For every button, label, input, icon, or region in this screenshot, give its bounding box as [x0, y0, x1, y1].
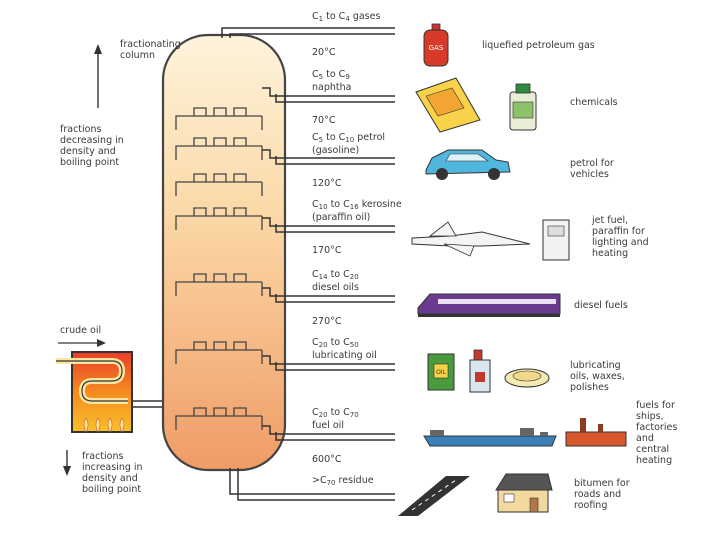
temperature-label: 20°C	[312, 47, 336, 58]
fractionating-column	[161, 33, 287, 472]
side-pipe	[262, 149, 395, 159]
oil-can-label: OIL	[436, 369, 446, 376]
residue-outlet-pipe	[229, 468, 395, 501]
bubble-cap	[193, 341, 207, 350]
house-icon	[495, 473, 553, 513]
bubble-cap	[213, 137, 227, 146]
bubble-cap	[213, 107, 227, 116]
side-pipe	[275, 94, 395, 103]
use-label: liquefied petroleum gas	[482, 40, 595, 51]
bubble-cap	[213, 173, 227, 182]
feed-pipe	[132, 400, 165, 408]
gas-outlet-pipe	[221, 27, 395, 38]
crude-oil-label: crude oil	[60, 325, 102, 336]
side-pipe	[275, 224, 395, 233]
bubble-cap	[233, 107, 247, 116]
temperature-label: 600°C	[312, 454, 342, 465]
bubble-cap	[213, 273, 227, 282]
fraction-label: C1 to C4 gases	[312, 11, 381, 23]
chemicals-icon	[415, 77, 537, 133]
bubble-cap	[233, 341, 247, 350]
side-pipe	[275, 362, 395, 371]
gas-bottle-icon: GAS	[423, 23, 449, 67]
bubble-cap	[193, 273, 207, 282]
ship-icon	[423, 428, 557, 447]
fraction-label: C5 to C10 petrol(gasoline)	[312, 132, 386, 156]
side-pipe	[262, 287, 395, 297]
bubble-cap	[193, 137, 207, 146]
tray-plate	[175, 115, 262, 130]
use-label: chemicals	[570, 97, 618, 108]
fraction-label: >C70 residue	[312, 475, 374, 487]
side-draw-pipes	[262, 87, 395, 441]
bubble-cap	[213, 407, 227, 416]
bubble-cap	[213, 341, 227, 350]
use-label: diesel fuels	[574, 300, 628, 311]
tray-plate	[175, 181, 262, 196]
car-icon	[425, 149, 511, 180]
bubble-cap	[193, 407, 207, 416]
tray-plate	[175, 145, 262, 160]
tray-plate	[175, 349, 262, 364]
bubble-cap	[233, 207, 247, 216]
bubble-cap	[213, 207, 227, 216]
heater-icon	[542, 219, 570, 261]
fraction-label: C10 to C16 kerosine(paraffin oil)	[312, 199, 402, 223]
arrow-down-icon	[63, 450, 71, 476]
furnace-icon	[56, 351, 133, 433]
bubble-cap	[193, 207, 207, 216]
tray-plate	[175, 215, 262, 230]
tray-plate	[175, 415, 262, 430]
side-pipe	[262, 425, 395, 435]
side-pipe	[262, 217, 395, 227]
crude-oil-arrow-icon	[58, 339, 106, 347]
gas-bottle-label: GAS	[429, 44, 444, 52]
bubble-cap	[233, 137, 247, 146]
bubble-cap	[193, 107, 207, 116]
temperature-label: 120°C	[312, 178, 342, 189]
side-pipe	[275, 156, 395, 165]
train-icon	[417, 293, 561, 317]
temperature-label: 170°C	[312, 245, 342, 256]
bubble-cap	[233, 407, 247, 416]
side-pipe	[262, 87, 395, 97]
bubble-cap	[193, 173, 207, 182]
arrow-up-icon	[94, 44, 102, 108]
tray-plate	[175, 281, 262, 296]
temperature-label: 70°C	[312, 115, 336, 126]
bubble-cap	[233, 173, 247, 182]
road-icon	[398, 476, 470, 516]
side-pipe	[275, 432, 395, 441]
lubricants-icon: OIL	[427, 349, 550, 393]
side-pipe	[262, 355, 395, 365]
bubble-cap	[233, 273, 247, 282]
temperature-label: 270°C	[312, 316, 342, 327]
factory-icon	[565, 418, 627, 447]
jet-plane-icon	[411, 221, 531, 257]
column-trays	[175, 107, 263, 430]
side-pipe	[275, 294, 395, 303]
